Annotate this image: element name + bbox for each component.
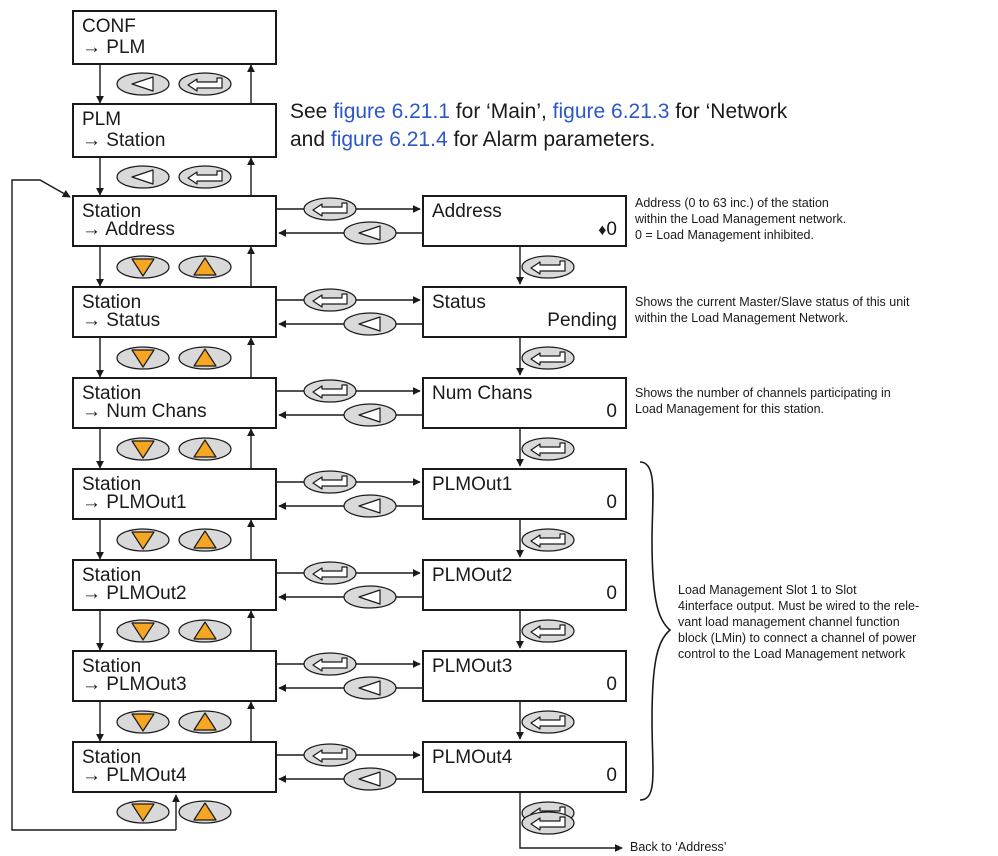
see-figure-note: See figure 6.21.1 for ‘Main’, figure 6.2… [290, 100, 788, 151]
enter-button-icon[interactable] [303, 470, 357, 494]
up-button-icon[interactable] [178, 437, 232, 461]
plmout4-value-box: PLMOut4 0 [422, 741, 627, 793]
back-button-icon[interactable] [343, 494, 397, 518]
num-chans-value: 0 [606, 401, 617, 422]
conf-sub: → PLM [82, 37, 146, 58]
up-button-icon[interactable] [178, 800, 232, 824]
loop-return-connector [11, 179, 176, 831]
enter-button-icon[interactable] [521, 255, 575, 279]
address-value: 0 [606, 219, 617, 240]
station-plmout1-box: Station → PLMOut1 [72, 468, 277, 520]
back-to-address-label: Back to ‘Address’ [630, 840, 727, 854]
plm-title: PLM [82, 109, 122, 130]
status-note: Shows the current Master/Slave status of… [635, 295, 910, 325]
station-plmout2-box: Station → PLMOut2 [72, 559, 277, 611]
back-button-icon[interactable] [116, 165, 170, 189]
status-value: Pending [547, 310, 617, 331]
enter-button-icon[interactable] [521, 528, 575, 552]
station-plmout3-box: Station → PLMOut3 [72, 650, 277, 702]
back-button-icon[interactable] [343, 312, 397, 336]
down-button-icon[interactable] [116, 346, 170, 370]
enter-button-icon[interactable] [178, 72, 232, 96]
enter-button-icon[interactable] [303, 743, 357, 767]
back-button-icon[interactable] [116, 72, 170, 96]
plmout2-value: 0 [606, 583, 617, 604]
down-button-icon[interactable] [116, 528, 170, 552]
plmout1-value: 0 [606, 492, 617, 513]
enter-button-icon[interactable] [178, 165, 232, 189]
down-button-icon[interactable] [116, 800, 170, 824]
conf-box: CONF → PLM [72, 10, 277, 65]
status-value-box: Status Pending [422, 286, 627, 338]
plmout4-value: 0 [606, 765, 617, 786]
enter-button-icon[interactable] [521, 710, 575, 734]
down-button-icon[interactable] [116, 437, 170, 461]
enter-button-icon[interactable] [303, 561, 357, 585]
num-chans-note: Shows the number of channels participati… [635, 386, 891, 416]
back-button-icon[interactable] [343, 403, 397, 427]
enter-button-icon[interactable] [521, 437, 575, 461]
enter-button-icon[interactable] [521, 811, 575, 835]
up-button-icon[interactable] [178, 346, 232, 370]
enter-button-icon[interactable] [303, 197, 357, 221]
up-button-icon[interactable] [178, 619, 232, 643]
conf-title: CONF [82, 16, 136, 37]
num-chans-value-box: Num Chans 0 [422, 377, 627, 429]
enter-button-icon[interactable] [521, 346, 575, 370]
plm-sub: → Station [82, 130, 166, 151]
figure-6-21-1-link[interactable]: figure 6.21.1 [333, 100, 450, 123]
plm-box: PLM → Station [72, 103, 277, 158]
adjust-icon: ♦ [598, 222, 607, 239]
back-button-icon[interactable] [343, 221, 397, 245]
up-button-icon[interactable] [178, 255, 232, 279]
station-num-chans-box: Station → Num Chans [72, 377, 277, 429]
up-button-icon[interactable] [178, 710, 232, 734]
plmout-brace [639, 461, 672, 801]
down-button-icon[interactable] [116, 255, 170, 279]
station-address-box: Station → Address [72, 195, 277, 247]
down-button-icon[interactable] [116, 710, 170, 734]
back-to-address-connector [519, 793, 623, 852]
back-button-icon[interactable] [343, 585, 397, 609]
enter-button-icon[interactable] [303, 652, 357, 676]
plmout3-value: 0 [606, 674, 617, 695]
plmout3-value-box: PLMOut3 0 [422, 650, 627, 702]
enter-button-icon[interactable] [521, 619, 575, 643]
plmout1-value-box: PLMOut1 0 [422, 468, 627, 520]
enter-button-icon[interactable] [303, 379, 357, 403]
back-button-icon[interactable] [343, 767, 397, 791]
down-button-icon[interactable] [116, 619, 170, 643]
figure-6-21-4-link[interactable]: figure 6.21.4 [330, 128, 448, 151]
station-plmout4-box: Station → PLMOut4 [72, 741, 277, 793]
station-status-box: Station → Status [72, 286, 277, 338]
up-button-icon[interactable] [178, 528, 232, 552]
back-button-icon[interactable] [343, 676, 397, 700]
figure-6-21-3-link[interactable]: figure 6.21.3 [552, 100, 670, 123]
plmout2-value-box: PLMOut2 0 [422, 559, 627, 611]
enter-button-icon[interactable] [303, 288, 357, 312]
address-value-box: Address ♦0 [422, 195, 627, 247]
